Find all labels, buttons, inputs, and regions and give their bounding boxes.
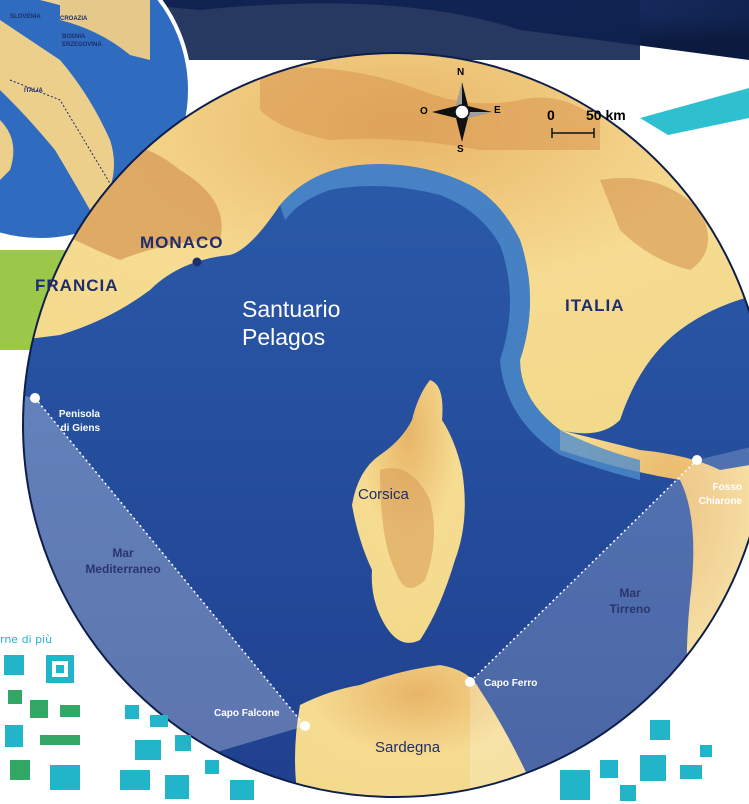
inset-label-italia: ITALIA — [24, 88, 43, 94]
giens-line2: di Giens — [60, 422, 100, 434]
mar-tir-line1: Mar — [619, 586, 641, 600]
compass-west: O — [420, 106, 428, 117]
scale-end: 50 km — [586, 107, 626, 123]
mar-med-line1: Mar — [112, 546, 134, 560]
scale-bar — [551, 128, 595, 138]
inset-label-croazia: CROAZIA — [60, 16, 88, 22]
qr-pattern-bottom — [120, 705, 712, 801]
monaco-dot — [192, 257, 202, 267]
label-italia: ITALIA — [565, 296, 625, 315]
compass-east: E — [494, 105, 501, 116]
compass-rose-icon — [432, 82, 492, 142]
label-penisola-giens: Penisola di Giens — [40, 408, 100, 435]
label-mar-mediterraneo: Mar Mediterraneo — [78, 546, 168, 577]
label-capo-falcone: Capo Falcone — [214, 708, 280, 719]
point-capo-ferro — [465, 677, 475, 687]
compass-north: N — [457, 67, 465, 78]
inset-label-bosnia: BOSNIA ERZEGOVINA — [62, 34, 102, 49]
teal-stripe — [640, 88, 749, 135]
qr-caption: rne di più — [0, 633, 53, 646]
label-francia: FRANCIA — [35, 276, 119, 295]
point-fosso — [692, 455, 702, 465]
mar-tir-line2: Tirreno — [609, 601, 651, 616]
fosso-line2: Chiarone — [698, 495, 742, 507]
label-mar-tirreno: Mar Tirreno — [600, 586, 660, 617]
fosso-line1: Fosso — [712, 482, 742, 493]
point-giens — [30, 393, 40, 403]
point-capo-falcone — [300, 721, 310, 731]
mar-med-line2: Mediterraneo — [85, 561, 161, 576]
label-fosso-chiarone: Fosso Chiarone — [672, 481, 742, 508]
giens-line1: Penisola — [58, 409, 100, 420]
scale-start: 0 — [547, 107, 555, 123]
qr-code-left — [0, 650, 95, 804]
compass-south: S — [457, 144, 464, 155]
label-sanctuary-line1: Santuario — [242, 296, 341, 322]
label-sardegna: Sardegna — [375, 739, 441, 756]
inset-label-slovenia: SLOVENIA — [10, 14, 41, 20]
boundary-line-west — [34, 397, 306, 727]
label-capo-ferro: Capo Ferro — [484, 678, 538, 689]
label-corsica: Corsica — [358, 486, 409, 503]
label-monaco: MONACO — [140, 233, 224, 252]
label-sanctuary-line2: Pelagos — [242, 324, 326, 350]
